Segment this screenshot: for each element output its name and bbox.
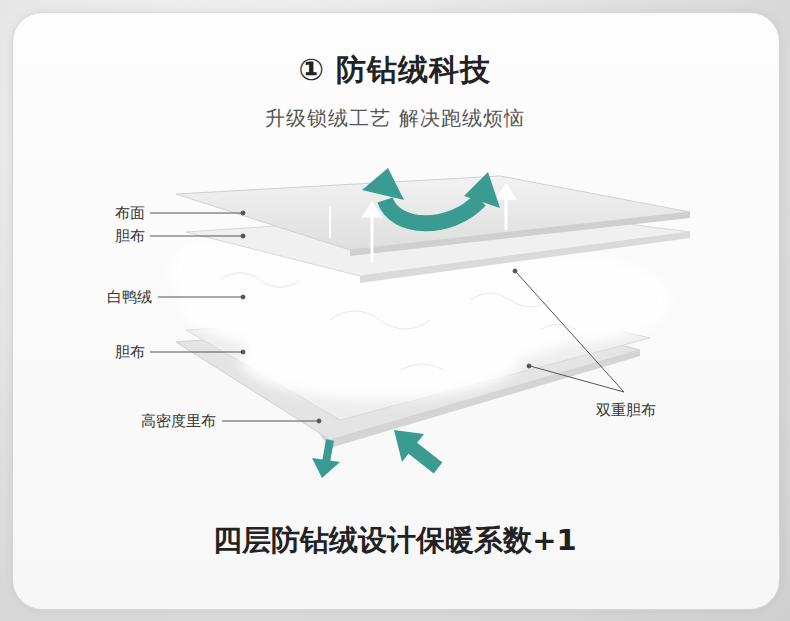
- title: ① 防钻绒科技: [299, 50, 492, 91]
- subtitle: 升级锁绒工艺 解决跑绒烦恼: [265, 105, 524, 132]
- part-label: 布面: [115, 204, 145, 223]
- part-label: 白鸭绒: [107, 288, 152, 307]
- part-label: 双重胆布: [596, 401, 656, 420]
- caption: 四层防钻绒设计保暖系数+1: [213, 521, 576, 561]
- part-label: 胆布: [115, 343, 145, 362]
- part-label: 胆布: [115, 227, 145, 246]
- part-label: 高密度里布: [141, 412, 216, 431]
